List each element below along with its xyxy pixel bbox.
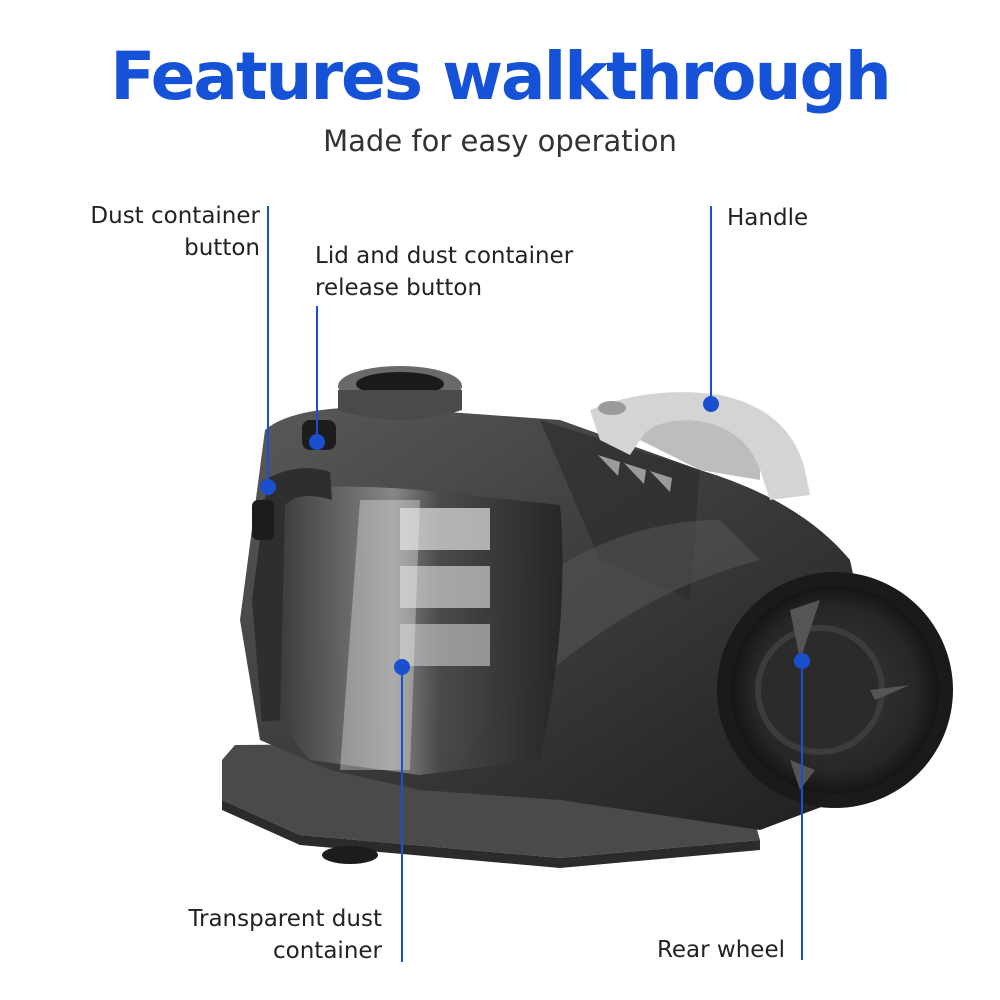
callout-line-handle [710,206,712,404]
callout-label-line: Rear wheel [656,937,785,963]
callout-transparent-dust-container: Transparent dust container [150,903,382,967]
callout-line-dust-container-button [267,206,269,487]
callout-label-line: Lid and dust container [315,243,574,269]
rear-wheel-graphic [717,572,953,808]
callout-label-line: Transparent dust [188,906,382,932]
callout-lid-release-button: Lid and dust container release button [315,240,615,304]
callout-dot-transparent-dust-container [394,659,410,675]
callout-dot-handle [703,396,719,412]
callout-handle: Handle [727,202,877,234]
callout-line-lid-release-button [316,306,318,442]
callout-line-rear-wheel [801,661,803,960]
dust-bin [255,486,563,775]
front-foot [322,846,378,864]
carry-handle [590,392,810,500]
callout-dot-lid-release-button [309,434,325,450]
callout-rear-wheel: Rear wheel [605,934,785,966]
callout-dust-container-button: Dust container button [60,200,260,264]
callout-label-line: button [184,235,260,261]
callout-label-line: Handle [727,205,809,231]
callout-dot-rear-wheel [794,653,810,669]
page-title: Features walkthrough [110,38,892,115]
callout-label-line: release button [315,275,483,301]
top-intake [338,366,462,420]
callout-line-transparent-dust-container [401,667,403,962]
callout-label-line: Dust container [90,203,260,229]
bin-handle [252,468,332,722]
page-subtitle: Made for easy operation [323,124,677,158]
callout-label-line: container [273,938,382,964]
vent-slots [598,455,672,492]
callout-dot-dust-container-button [260,479,276,495]
